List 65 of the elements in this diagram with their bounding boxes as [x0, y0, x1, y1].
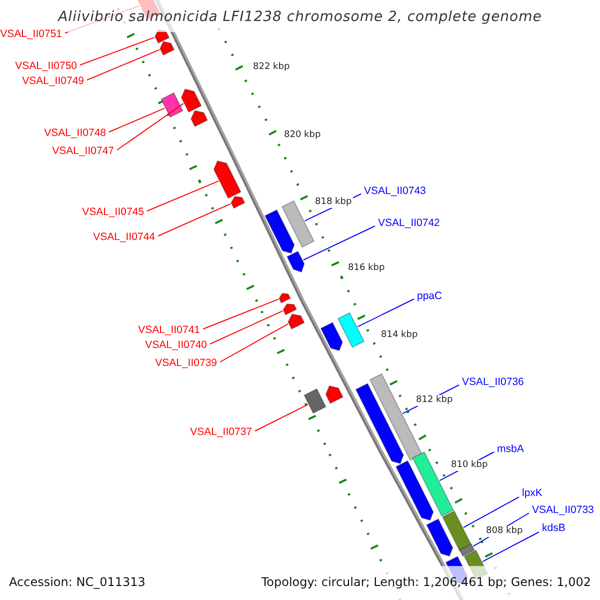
leader-line	[116, 103, 184, 150]
leader-line	[86, 49, 160, 80]
leader-line	[220, 323, 289, 362]
gene-label: VSAL_II0747	[52, 144, 114, 158]
gene-label: VSAL_II0736	[462, 375, 524, 389]
leader-line	[210, 310, 284, 344]
genome-summary-text: Topology: circular; Length: 1,206,461 bp; Genes: 1,002	[261, 575, 591, 589]
scale-label: 816 kbp	[347, 263, 386, 274]
gene-label: VSAL_II0740	[145, 338, 207, 352]
leader-line	[254, 404, 308, 432]
gene-block	[442, 510, 472, 552]
gene-glyph	[278, 292, 291, 304]
gene-label: msbA	[497, 442, 524, 456]
leader-line	[463, 496, 520, 528]
gene-label: VSAL_II0748	[44, 126, 106, 140]
scale-label: 808 kbp	[485, 526, 524, 537]
scale-label: 810 kbp	[450, 460, 489, 471]
gene-glyph	[395, 460, 434, 521]
scale-label: 822 kbp	[252, 62, 291, 73]
gene-glyph	[180, 88, 202, 113]
leader-line	[302, 226, 376, 260]
gene-label: VSAL_II0750	[15, 59, 77, 73]
gene-label: VSAL_II0737	[190, 425, 252, 439]
scale-label: 812 kbp	[415, 395, 454, 406]
gene-label: VSAL_II0749	[22, 74, 84, 88]
gene-glyph	[230, 196, 246, 209]
gene-block	[458, 543, 476, 557]
gene-label: ppaC	[417, 289, 442, 303]
gene-glyph	[325, 385, 344, 404]
gene-block	[281, 200, 315, 248]
gene-glyph	[320, 322, 343, 352]
gene-label: VSAL_II0744	[93, 230, 155, 244]
scale-label: 814 kbp	[380, 330, 419, 341]
accession-text: Accession: NC_011313	[9, 575, 146, 589]
gene-label: VSAL_II0751	[0, 27, 62, 41]
leader-line	[202, 298, 279, 330]
gene-glyph	[426, 518, 454, 557]
gene-glyph	[288, 314, 305, 330]
gene-label: VSAL_II0742	[378, 216, 440, 230]
gene-label: VSAL_II0733	[532, 503, 594, 517]
leader-line	[108, 108, 166, 132]
gene-label: kdsB	[542, 521, 566, 535]
gene-glyph	[355, 382, 404, 464]
title: Aliivibrio salmonicida LFI1238 chromosome 2, complete genome	[56, 10, 543, 24]
gene-glyph	[190, 110, 208, 128]
leader-line	[357, 298, 414, 328]
leader-line	[146, 180, 220, 212]
gene-block	[337, 312, 365, 348]
gene-block	[304, 388, 326, 414]
gene-label: VSAL_II0739	[155, 356, 217, 370]
leader-line	[80, 36, 155, 66]
gene-glyph	[213, 160, 242, 199]
leader-line	[158, 203, 232, 236]
gene-label: lpxK	[522, 486, 542, 500]
scale-label: 820 kbp	[283, 130, 322, 141]
gene-glyph	[286, 250, 305, 273]
leader-line	[482, 532, 540, 562]
gene-glyph	[282, 303, 298, 316]
gene-block	[160, 92, 184, 118]
gene-glyph	[160, 41, 175, 56]
gene-label: VSAL_II0743	[364, 184, 426, 198]
gene-glyph	[264, 209, 295, 254]
gene-label: VSAL_II0741	[138, 323, 200, 337]
gene-label: VSAL_II0745	[82, 205, 144, 219]
scale-label: 818 kbp	[314, 197, 353, 208]
